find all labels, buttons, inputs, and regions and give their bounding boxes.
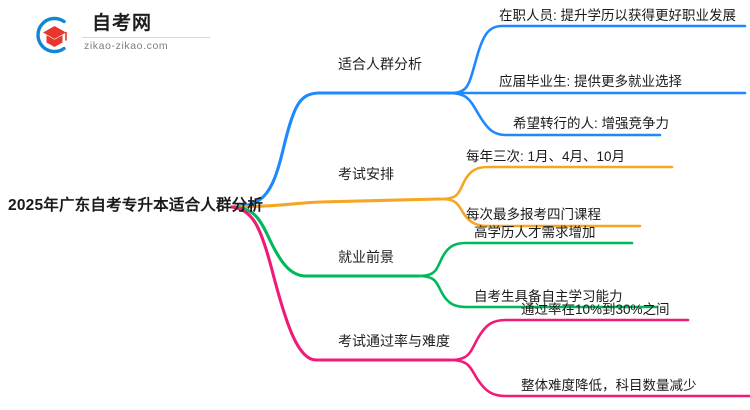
- leaf-node-2-2[interactable]: 每次最多报考四门课程: [466, 207, 601, 222]
- connector-branch-4-leaf-2: [448, 358, 750, 398]
- connector-branch-3-leaf-1: [416, 241, 634, 278]
- logo-wordmark: 自考网 zikao-zikao.com: [82, 12, 212, 56]
- logo-divider: [82, 37, 210, 38]
- leaf-node-2-1[interactable]: 每年三次: 1月、4月、10月: [466, 149, 626, 164]
- connector-root-branch-2: [230, 197, 442, 209]
- connector-root-branch-4: [230, 205, 452, 362]
- branch-node-2[interactable]: 考试安排: [338, 166, 394, 182]
- connector-branch-4-leaf-1: [448, 318, 690, 362]
- root-node[interactable]: 2025年广东自考专升本适合人群分析: [8, 197, 264, 214]
- leaf-node-1-3[interactable]: 希望转行的人: 增强竞争力: [513, 116, 670, 131]
- leaf-node-3-1[interactable]: 高学历人才需求增加: [474, 225, 596, 240]
- connector-branch-3-leaf-2: [416, 274, 658, 309]
- branch-node-1[interactable]: 适合人群分析: [338, 56, 422, 72]
- connector-root-branch-1: [230, 91, 450, 209]
- branch-node-3[interactable]: 就业前景: [338, 249, 394, 265]
- connector-branch-2-leaf-2: [438, 197, 642, 228]
- branch-node-4[interactable]: 考试通过率与难度: [338, 333, 450, 349]
- leaf-node-1-1[interactable]: 在职人员: 提升学历以获得更好职业发展: [499, 8, 737, 23]
- connector-branch-1-leaf-3: [446, 91, 662, 137]
- leaf-node-4-2[interactable]: 整体难度降低，科目数量减少: [521, 378, 697, 393]
- logo-url: zikao-zikao.com: [84, 40, 169, 52]
- leaf-node-4-1[interactable]: 通过率在10%到30%之间: [521, 302, 670, 317]
- leaf-node-1-2[interactable]: 应届毕业生: 提供更多就业选择: [499, 74, 683, 89]
- logo-name-cn: 自考网: [92, 13, 153, 34]
- connector-root-branch-3: [230, 205, 420, 278]
- leaf-node-3-2[interactable]: 自考生具备自主学习能力: [474, 289, 623, 304]
- logo-mark-icon: [36, 16, 67, 54]
- connector-branch-1-leaf-1: [446, 24, 747, 95]
- site-logo: 自考网 zikao-zikao.com: [30, 12, 215, 58]
- connector-branch-2-leaf-1: [438, 165, 674, 201]
